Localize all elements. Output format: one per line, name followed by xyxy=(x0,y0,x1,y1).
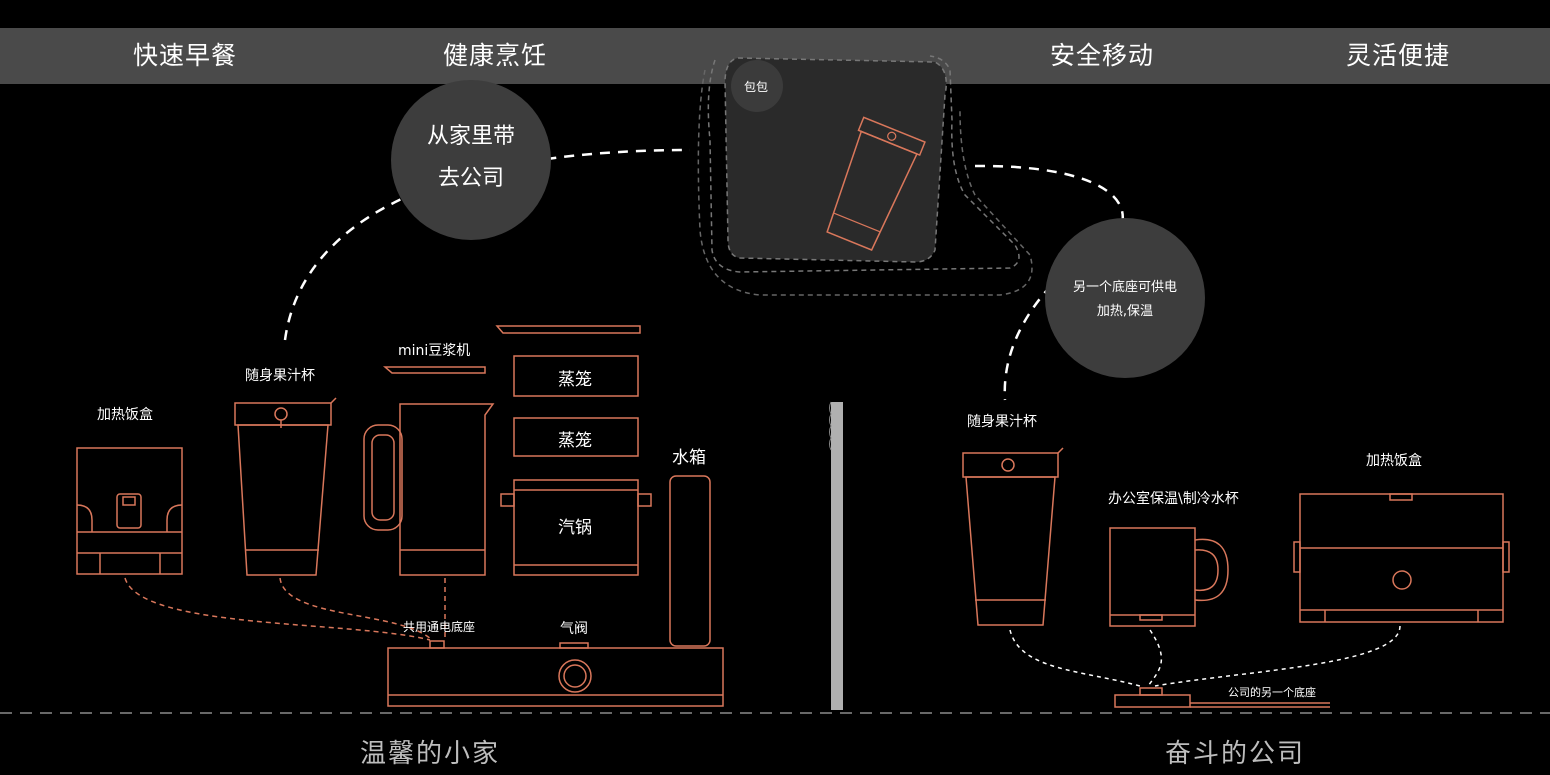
bubble-home-to-office xyxy=(391,80,551,240)
divider-bar xyxy=(831,402,843,710)
bag-label: 包包 xyxy=(744,80,769,94)
home-soymilk-label: mini豆浆机 xyxy=(398,343,471,359)
header-item-flexible: 灵活便捷 xyxy=(1346,41,1451,70)
office-base-label: 公司的另一个底座 xyxy=(1228,686,1316,699)
office-base-icon xyxy=(1114,687,1330,708)
bubble-office-line-2: 加热,保温 xyxy=(1096,304,1154,319)
home-soymilk-machine-icon xyxy=(363,366,495,576)
header-item-safe-moving: 安全移动 xyxy=(1050,41,1155,70)
connector-office-lunchbox xyxy=(1154,625,1401,687)
steamer-lid-icon xyxy=(495,325,641,334)
office-mug-label: 办公室保温\制冷水杯 xyxy=(1108,491,1239,507)
connector-office-cup xyxy=(1009,629,1141,687)
bubble-home-line-1: 从家里带 xyxy=(426,124,515,149)
office-juice-cup-icon xyxy=(962,447,1064,626)
bubble-home-line-2: 去公司 xyxy=(437,166,504,191)
bubble-office-text: 另一个底座可供电 加热,保温 xyxy=(1052,276,1198,324)
home-shared-base-icon xyxy=(387,640,724,707)
home-section-title: 温馨的小家 xyxy=(360,739,501,769)
home-lunchbox-label: 加热饭盒 xyxy=(97,407,153,423)
bubble-home-text: 从家里带 去公司 xyxy=(400,116,542,200)
header-item-healthy-cooking: 健康烹饪 xyxy=(443,41,548,70)
home-base-label: 共用通电底座 xyxy=(403,620,476,634)
office-mug-icon xyxy=(1109,527,1229,627)
bubble-office-line-1: 另一个底座可供电 xyxy=(1072,280,1177,295)
home-steamer-1-icon xyxy=(513,355,639,397)
connector-lunchbox xyxy=(124,577,431,641)
home-juice-cup-label: 随身果汁杯 xyxy=(245,368,315,384)
office-juice-cup-label: 随身果汁杯 xyxy=(967,414,1037,430)
office-lunchbox-icon xyxy=(1293,493,1510,623)
office-section-title: 奋斗的公司 xyxy=(1165,739,1306,769)
home-lunchbox-icon xyxy=(76,447,183,575)
home-water-tank-icon xyxy=(669,475,711,647)
home-juice-cup-icon xyxy=(234,397,337,576)
home-water-tank-label: 水箱 xyxy=(672,448,706,468)
bubble-office-base xyxy=(1045,218,1205,378)
connector-office-mug xyxy=(1147,629,1163,687)
home-pot-label: 汽锅 xyxy=(558,518,592,538)
office-lunchbox-label: 加热饭盒 xyxy=(1366,453,1422,469)
home-steamer-1-label: 蒸笼 xyxy=(558,370,592,390)
juice-cup-in-bag-icon xyxy=(826,116,926,251)
header-item-quick-breakfast: 快速早餐 xyxy=(133,41,238,70)
home-pot-icon xyxy=(500,479,652,576)
bag-icon xyxy=(697,55,1033,296)
home-valve-label: 气阀 xyxy=(560,621,588,637)
home-steamer-2-icon xyxy=(513,417,639,457)
travel-path-home xyxy=(283,148,691,341)
home-steamer-2-label: 蒸笼 xyxy=(558,431,592,451)
